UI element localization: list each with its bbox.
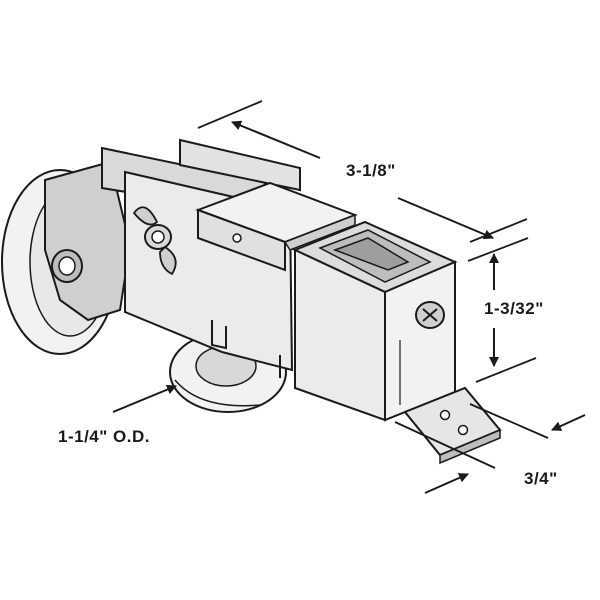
dimension-wheel — [112, 384, 177, 413]
length-label: 3-1/8" — [346, 161, 396, 180]
width-label: 3/4" — [524, 469, 558, 488]
housing-box — [292, 220, 458, 422]
top-cap — [195, 181, 358, 272]
height-label: 1-3/32" — [484, 299, 544, 318]
dimension-width — [394, 403, 586, 494]
dimension-height — [467, 237, 537, 383]
wheel-diameter-label: 1-1/4" O.D. — [58, 427, 150, 446]
wing-nut — [132, 206, 177, 276]
side-bracket — [44, 160, 132, 322]
dimension-length — [197, 100, 528, 243]
